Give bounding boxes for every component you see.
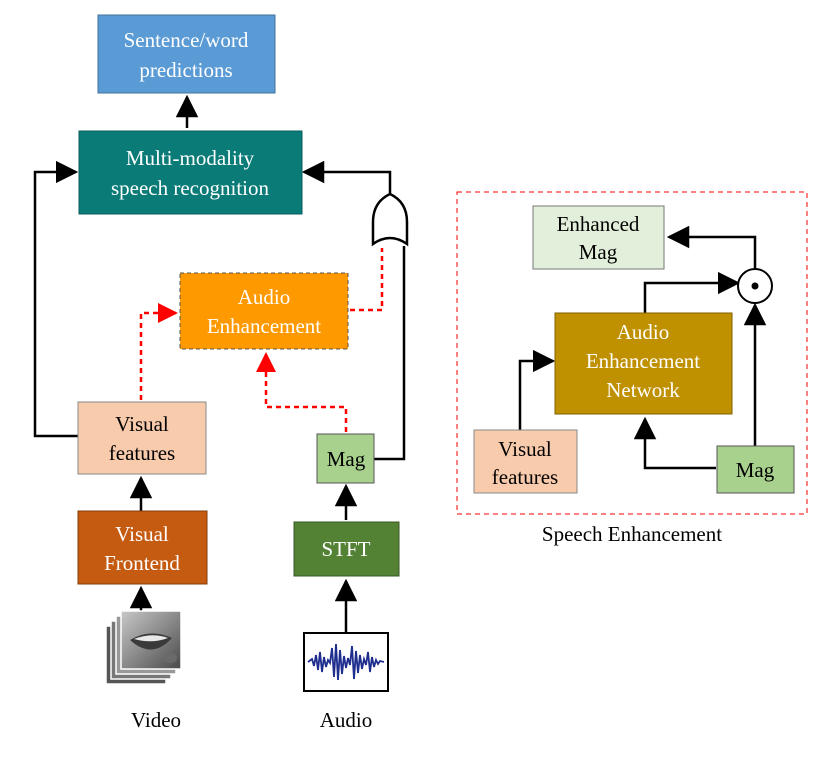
speech-enhancement-caption: Speech Enhancement (542, 522, 722, 546)
visual-frontend-block: Visual Frontend (77, 510, 208, 585)
recognition-line1: Multi-modality (126, 146, 255, 170)
multiply-node (737, 268, 773, 304)
or-gate-icon (371, 192, 409, 247)
multiply-dot-icon (751, 282, 759, 290)
enhanced-mag-block: Enhanced Mag (532, 205, 665, 270)
arrow-or-to-recognition (301, 160, 392, 198)
network-line3: Network (606, 378, 680, 402)
predictions-line2: predictions (139, 58, 232, 82)
arrow-multiply-to-enhanced (666, 225, 757, 268)
network-line1: Audio (617, 320, 670, 344)
video-label: Video (131, 708, 181, 732)
arrow-features-to-network (518, 349, 556, 430)
enhancement-arrows (139, 248, 384, 432)
visual-frontend-line1: Visual (115, 522, 169, 546)
audio-label: Audio (320, 708, 373, 732)
recognition-line2: speech recognition (111, 176, 270, 200)
enhanced-mag-line1: Enhanced (557, 212, 640, 236)
arrow-network-to-multiply (643, 271, 741, 313)
video-frames-icon (105, 610, 182, 685)
audio-enhancement-line2: Enhancement (207, 314, 321, 338)
inset-mag-block: Mag (716, 445, 795, 494)
visual-features-block: Visual features (77, 401, 207, 475)
audio-enhancement-block: Audio Enhancement (179, 272, 349, 350)
audio-enhancement-line1: Audio (238, 285, 291, 309)
visual-features-line2: features (109, 441, 175, 465)
predictions-line1: Sentence/word (124, 28, 249, 52)
inset-visual-features-line2: features (492, 465, 558, 489)
mag-block: Mag (316, 433, 375, 484)
line-mag-to-or (374, 246, 406, 461)
arrow-mag-to-enhancement (256, 352, 348, 432)
enhancement-network-block: Audio Enhancement Network (554, 312, 733, 415)
mag-label: Mag (327, 447, 366, 471)
predictions-block: Sentence/word predictions (97, 14, 276, 94)
enhanced-mag-line2: Mag (579, 240, 618, 264)
visual-frontend-line2: Frontend (104, 551, 180, 575)
arrow-visual-to-recognition (33, 160, 79, 438)
arrow-features-to-enhancement (139, 303, 178, 400)
network-line2: Enhancement (586, 349, 700, 373)
line-enhancement-to-or (350, 248, 384, 312)
stft-label: STFT (321, 537, 370, 561)
visual-features-line1: Visual (115, 412, 169, 436)
inset-mag-label: Mag (736, 458, 775, 482)
inset-visual-features-line1: Visual (498, 437, 552, 461)
audio-waveform-icon (303, 632, 389, 692)
main-arrows (33, 94, 406, 632)
speech-enhancement-panel (456, 191, 808, 515)
inset-arrows (518, 225, 767, 470)
inset-visual-features-block: Visual features (473, 429, 578, 494)
recognition-block: Multi-modality speech recognition (78, 130, 303, 215)
stft-block: STFT (293, 521, 400, 577)
arrow-mag-to-network (633, 416, 716, 470)
